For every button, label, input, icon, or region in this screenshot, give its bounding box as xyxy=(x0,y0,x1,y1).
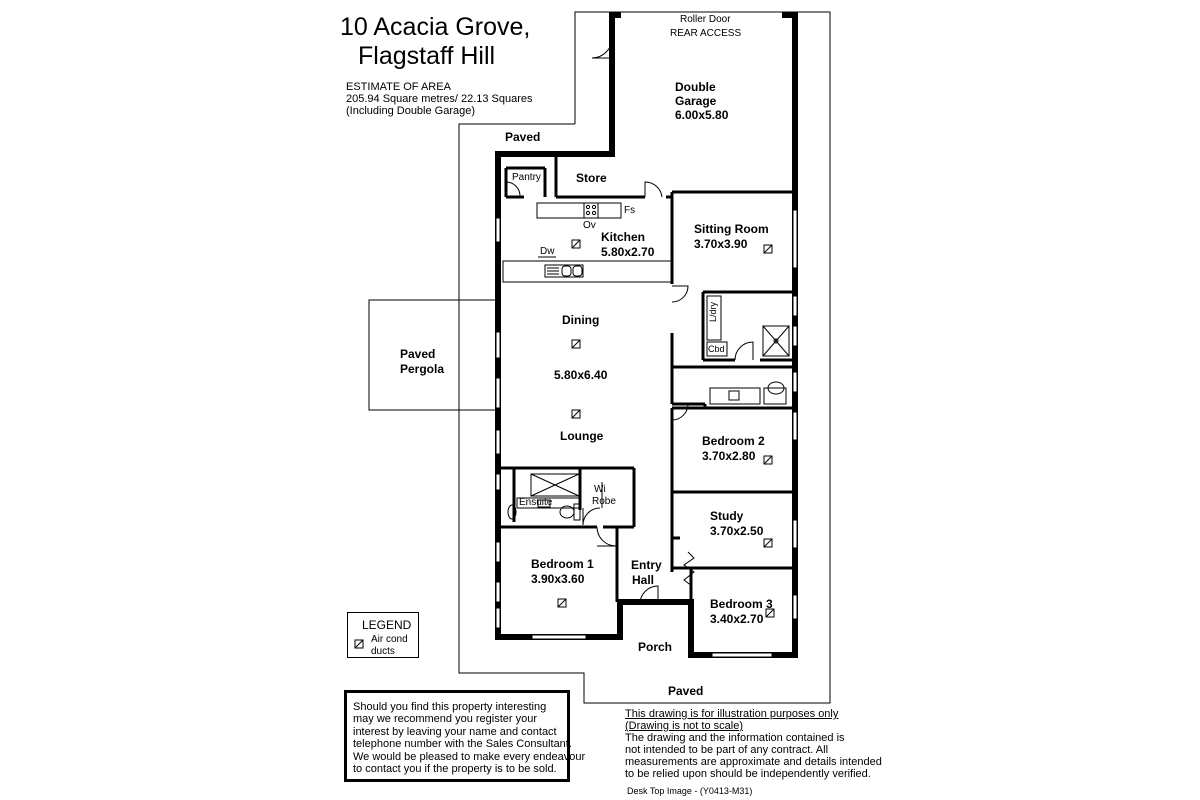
air-cond-duct-icon xyxy=(763,244,773,254)
bedroom3-label: Bedroom 3 xyxy=(710,597,773,611)
disclaimer-line: This drawing is for illustration purpose… xyxy=(625,708,839,720)
air-cond-duct-icons xyxy=(354,239,775,649)
legend-item-label: Air cond xyxy=(371,634,408,645)
air-cond-duct-icon xyxy=(763,538,773,548)
laundry-label: L/dry xyxy=(708,301,718,322)
garage-label-2: Garage xyxy=(675,94,717,108)
kitchen-label: Kitchen xyxy=(601,230,646,244)
air-cond-duct-icon xyxy=(571,409,581,419)
kitchen-size: 5.80x2.70 xyxy=(601,245,655,259)
oven-label: Ov xyxy=(583,220,596,231)
wi-robe-label: Wi xyxy=(594,484,606,495)
dishwasher-label: Dw xyxy=(540,246,555,257)
study-label: Study xyxy=(710,509,744,523)
paved-top-label: Paved xyxy=(505,130,541,144)
doors xyxy=(505,37,754,605)
lounge-label: Lounge xyxy=(560,429,604,443)
area-title: ESTIMATE OF AREA xyxy=(346,81,451,93)
bedroom2-size: 3.70x2.80 xyxy=(702,449,756,463)
study-size: 3.70x2.50 xyxy=(710,524,764,538)
windows xyxy=(495,209,798,658)
sitting-room-size: 3.70x3.90 xyxy=(694,237,748,251)
living-size: 5.80x6.40 xyxy=(554,368,608,382)
pergola-label-2: Pergola xyxy=(400,362,445,376)
air-cond-duct-icon xyxy=(763,455,773,465)
paved-bottom-label: Paved xyxy=(668,684,704,698)
air-cond-duct-icon xyxy=(571,239,581,249)
garage-size: 6.00x5.80 xyxy=(675,108,729,122)
bedroom2-label: Bedroom 2 xyxy=(702,434,765,448)
notice-line: telephone number with the Sales Consulta… xyxy=(353,738,572,751)
disclaimer-line: not intended to be part of any contract.… xyxy=(625,744,829,756)
area-note: (Including Double Garage) xyxy=(346,105,476,117)
pantry-label: Pantry xyxy=(512,172,541,183)
disclaimer-line: to be relied upon should be independentl… xyxy=(625,768,871,780)
garage-label: Double xyxy=(675,80,716,94)
address-line-1: 10 Acacia Grove, xyxy=(340,13,531,41)
internal-walls xyxy=(498,154,795,602)
store-label: Store xyxy=(576,171,607,185)
notice-line: We would be pleased to make every endeav… xyxy=(353,750,586,763)
notice-box: Should you find this property interestin… xyxy=(344,690,586,782)
address-line-2: Flagstaff Hill xyxy=(358,42,496,70)
notice-line: may we recommend you register your xyxy=(353,713,538,726)
disclaimer-line: The drawing and the information containe… xyxy=(625,732,845,744)
roller-door-label: Roller Door xyxy=(680,14,731,25)
bedroom1-label: Bedroom 1 xyxy=(531,557,594,571)
disclaimer-line: measurements are approximate and details… xyxy=(625,756,882,768)
air-cond-duct-icon xyxy=(765,608,775,618)
air-cond-duct-icon xyxy=(571,339,581,349)
entry-label-2: Hall xyxy=(632,573,655,587)
entry-label: Entry xyxy=(631,558,662,572)
bedroom3-size: 3.40x2.70 xyxy=(710,612,764,626)
legend xyxy=(347,612,419,658)
air-cond-duct-icon xyxy=(557,598,567,608)
bedroom1-size: 3.90x3.60 xyxy=(531,572,585,586)
notice-line: interest by leaving your name and contac… xyxy=(353,725,557,738)
area-value: 205.94 Square metres/ 22.13 Squares xyxy=(346,93,533,105)
image-reference: Desk Top Image - (Y0413-M31) xyxy=(627,786,753,796)
notice-line: Should you find this property interestin… xyxy=(353,701,547,713)
pergola-label: Paved xyxy=(400,347,436,361)
sitting-room-label: Sitting Room xyxy=(694,222,769,236)
wi-robe-label-2: Robe xyxy=(592,496,616,507)
disclaimer-line: (Drawing is not to scale) xyxy=(625,720,743,732)
dining-label: Dining xyxy=(562,313,600,327)
ensuite-label: Ensuite xyxy=(519,497,553,508)
notice-line: to contact you if the property is to be … xyxy=(353,763,557,776)
legend-title: LEGEND xyxy=(362,618,412,632)
porch-label: Porch xyxy=(638,640,673,654)
legend-item-label-2: ducts xyxy=(371,646,395,657)
wet-area-fixtures xyxy=(507,295,790,521)
kitchen-fixtures xyxy=(502,202,672,283)
cupboard-label: Cbd xyxy=(708,344,725,354)
rear-access-label: REAR ACCESS xyxy=(670,28,742,39)
fridge-space-label: Fs xyxy=(624,205,636,216)
air-cond-duct-icon xyxy=(354,639,364,649)
